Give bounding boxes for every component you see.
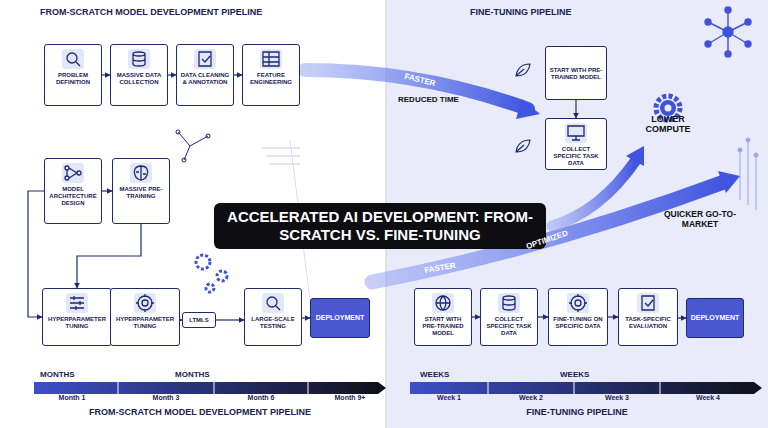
step-label: DEPLOYMENT <box>314 314 366 322</box>
step-icon <box>134 293 156 313</box>
timeline-label: MONTHS <box>40 370 75 379</box>
timeline-label: WEEKS <box>560 370 589 379</box>
process-box: LTMLS <box>182 312 216 328</box>
section-label: FROM-SCRATCH MODEL DEVELOPMENT PIPELINE <box>89 407 311 417</box>
step-label: FINE-TUNING ON SPECIFIC DATA <box>552 316 604 330</box>
flow-arrow <box>216 319 244 320</box>
process-box: HYPERPARAMETER TUNING <box>42 288 112 346</box>
step-label: COLLECT SPECIFIC TASK DATA <box>549 146 603 167</box>
flow-arrow <box>678 317 686 318</box>
step-label: DATA CLEANING & ANNOTATION <box>180 72 230 86</box>
step-icon <box>260 49 282 69</box>
section-label: FROM-SCRATCH MODEL DEVELOPMENT PIPELINE <box>40 7 262 17</box>
flow-arrow <box>472 316 480 317</box>
step-label: PROBLEM DEFINITION <box>48 72 98 86</box>
circuit-lines <box>738 138 758 210</box>
process-box: LARGE-SCALE TESTING <box>244 288 302 346</box>
timeline-label: WEEKS <box>420 370 449 379</box>
timeline-bar <box>34 382 386 394</box>
process-box: COLLECT SPECIFIC TASK DATA <box>545 118 607 170</box>
step-label: TASK-SPECIFIC EVALUATION <box>622 316 674 330</box>
timeline-label: Week 3 <box>605 394 629 402</box>
step-icon <box>565 123 587 143</box>
section-label: QUICKER GO-TO-MARKET <box>660 210 740 230</box>
timeline-label: Month 6 <box>248 394 275 402</box>
flow-arrow <box>575 100 576 118</box>
step-label: LTMLS <box>186 317 212 324</box>
step-icon <box>66 293 88 313</box>
network-doodle <box>176 130 210 162</box>
step-label: LARGE-SCALE TESTING <box>248 316 298 330</box>
process-box: PROBLEM DEFINITION <box>44 44 102 106</box>
timeline-label: Month 1 <box>59 394 86 402</box>
step-label: HYPERPARAMETER TUNING <box>46 316 108 330</box>
step-icon <box>567 293 589 313</box>
process-box: FINE-TUNING ON SPECIFIC DATA <box>548 288 608 346</box>
section-label: LOWER COMPUTE <box>637 114 699 135</box>
step-label: HYPERPARAMETER TUNING <box>114 316 176 330</box>
timeline-label: Week 4 <box>696 394 720 402</box>
network-icon <box>705 7 751 57</box>
step-label: COLLECT SPECIFIC TASK DATA <box>484 316 534 337</box>
step-icon <box>130 163 152 183</box>
step-icon <box>262 293 284 313</box>
flow-arrow <box>77 224 141 288</box>
step-icon <box>62 49 84 69</box>
deployment-box: DEPLOYMENT <box>686 298 744 338</box>
flow-arrow <box>538 316 548 317</box>
section-label: FINE-TUNING PIPELINE <box>526 407 628 417</box>
timeline-label: Week 1 <box>437 394 461 402</box>
flow-arrow <box>102 74 110 75</box>
section-label: REDUCED TIME <box>398 95 459 104</box>
timeline-label: Month 9+ <box>335 394 366 402</box>
step-label: DEPLOYMENT <box>690 314 740 322</box>
step-label: MASSIVE DATA COLLECTION <box>114 72 164 86</box>
process-box: MASSIVE DATA COLLECTION <box>110 44 168 106</box>
process-box: START WITH PRE-TRAINED MODEL <box>414 288 472 346</box>
process-box: FEATURE ENGINEERING <box>242 44 300 106</box>
timeline-label: Week 2 <box>519 394 543 402</box>
flow-arrow <box>234 74 242 75</box>
step-icon <box>62 163 84 183</box>
timeline-label: Month 3 <box>153 394 180 402</box>
step-label: START WITH PRE-TRAINED MODEL <box>549 67 603 81</box>
step-label: MODEL ARCHITECTURE DESIGN <box>48 186 98 207</box>
flow-arrow <box>168 74 176 75</box>
step-label: MASSIVE PRE-TRAINING <box>116 186 166 200</box>
step-label: FEATURE ENGINEERING <box>246 72 296 86</box>
step-icon <box>637 293 659 313</box>
flow-arrow <box>102 190 112 191</box>
process-box: TASK-SPECIFIC EVALUATION <box>618 288 678 346</box>
timeline-label: MONTHS <box>175 370 210 379</box>
process-box: COLLECT SPECIFIC TASK DATA <box>480 288 538 346</box>
section-label: FINE-TUNING PIPELINE <box>470 7 572 17</box>
step-icon <box>128 49 150 69</box>
speed-arrow <box>305 70 540 119</box>
gear-decoration <box>196 255 227 292</box>
step-icon <box>498 293 520 313</box>
step-icon <box>194 49 216 69</box>
step-icon <box>432 293 454 313</box>
process-box: MODEL ARCHITECTURE DESIGN <box>44 158 102 224</box>
timeline-bar <box>410 382 762 394</box>
process-box: START WITH PRE-TRAINED MODEL <box>545 46 607 100</box>
flow-arrow <box>302 317 310 318</box>
process-box: HYPERPARAMETER TUNING <box>110 288 180 346</box>
process-box: MASSIVE PRE-TRAINING <box>112 158 170 224</box>
process-box: DATA CLEANING & ANNOTATION <box>176 44 234 106</box>
title-box: ACCELERATED AI DEVELOPMENT: FROM-SCRATCH… <box>214 203 546 249</box>
title: ACCELERATED AI DEVELOPMENT: FROM-SCRATCH… <box>222 208 538 244</box>
flow-arrow <box>608 316 618 317</box>
deployment-box: DEPLOYMENT <box>310 298 370 338</box>
step-label: START WITH PRE-TRAINED MODEL <box>418 316 468 337</box>
